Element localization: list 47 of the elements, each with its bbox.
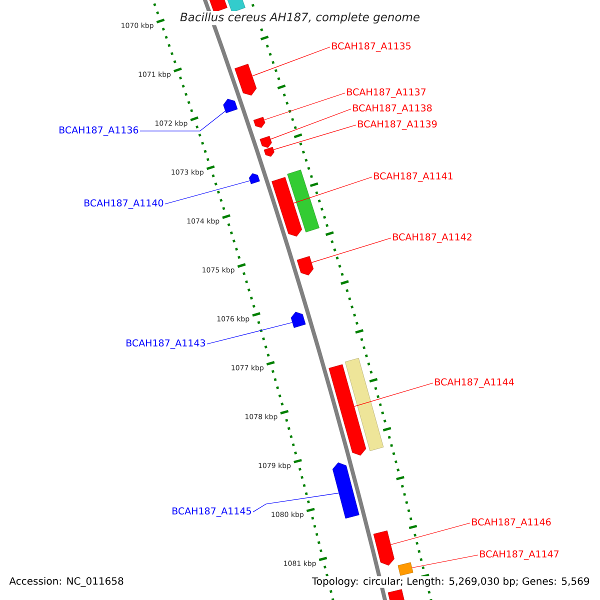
gene-feature: [253, 116, 266, 128]
leader-line: [252, 492, 340, 512]
gene-feature: [264, 146, 274, 157]
leader-line: [252, 46, 330, 76]
genome-title: Bacillus cereus AH187, complete genome: [178, 10, 422, 26]
gene-label: BCAH187_A1143: [126, 339, 206, 349]
leader-line: [206, 322, 293, 344]
gene-label: BCAH187_A1140: [84, 199, 164, 209]
footer-text: Topology: circular; Length: 5,269,030 bp; Genes: 5,569: [310, 576, 591, 588]
gene-feature: [207, 0, 228, 13]
gene-feature: [287, 170, 320, 232]
gene-feature: [388, 589, 406, 600]
gene-feature: [373, 530, 394, 566]
gene-label: BCAH187_A1135: [332, 42, 411, 52]
gene-feature: [272, 177, 302, 237]
leader-line: [273, 124, 356, 150]
gene-label: BCAH187_A1145: [172, 507, 251, 517]
leader-line: [293, 176, 372, 204]
gene-label: BCAH187_A1137: [347, 88, 426, 98]
gene-feature: [234, 64, 257, 96]
gene-feature: [328, 364, 366, 456]
gene-feature: [332, 462, 360, 519]
gene-feature: [344, 358, 384, 452]
gene-feature: [296, 256, 314, 276]
gene-feature: [398, 562, 414, 576]
gene-label: BCAH187_A1146: [472, 518, 551, 528]
gene-feature: [260, 136, 272, 148]
gene-feature: [225, 0, 246, 13]
leader-line: [354, 382, 434, 407]
leader-line: [390, 522, 470, 545]
leader-line: [270, 108, 352, 140]
leader-line: [164, 180, 250, 204]
gene-label: BCAH187_A1142: [393, 233, 472, 243]
leader-line: [264, 92, 346, 120]
gene-label: BCAH187_A1147: [480, 550, 559, 560]
gene-label: BCAH187_A1141: [374, 172, 452, 182]
gene-label: BCAH187_A1144: [435, 378, 514, 388]
gene-label: BCAH187_A1136: [60, 126, 138, 136]
leader-line: [412, 554, 478, 568]
gene-label: BCAH187_A1139: [358, 120, 437, 130]
leader-line: [140, 110, 226, 132]
leader-line: [311, 238, 392, 263]
gene-feature: [223, 98, 238, 114]
footer-text: Accession: NC_011658: [8, 576, 125, 588]
gene-feature: [290, 312, 306, 328]
gene-label: BCAH187_A1138: [353, 104, 432, 114]
gene-feature: [248, 173, 260, 184]
